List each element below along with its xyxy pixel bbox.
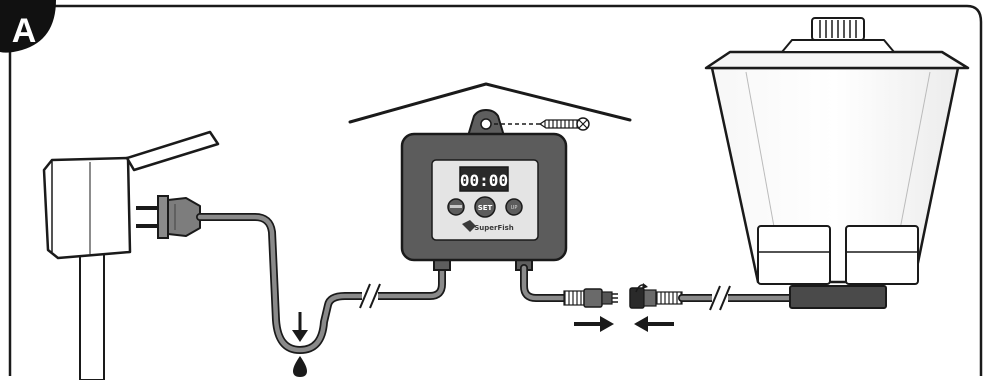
socket-lid xyxy=(125,130,220,172)
feeder-clamp-right xyxy=(845,225,919,285)
roof-shelter xyxy=(348,82,632,124)
mode-button-mark xyxy=(450,205,462,208)
drip-loop-indicator xyxy=(292,312,308,377)
display-time: 00:00 xyxy=(460,171,508,190)
up-button[interactable] xyxy=(505,198,523,216)
timer-controller: 00:00 SET UP SuperFish xyxy=(400,108,568,271)
panel-label-badge: A xyxy=(0,0,56,53)
feeder-cable xyxy=(678,285,798,311)
cable-connector-male xyxy=(563,288,618,308)
power-socket xyxy=(42,130,220,380)
set-button-label: SET xyxy=(478,204,493,212)
fish-feeder xyxy=(704,17,970,309)
power-cable xyxy=(196,213,446,354)
panel-label: A xyxy=(12,12,37,50)
brand-logo-icon xyxy=(462,220,476,232)
feeder-lid xyxy=(704,50,970,70)
water-drop-icon xyxy=(293,356,307,377)
lcd-display xyxy=(459,166,509,192)
mounting-screw xyxy=(494,117,590,131)
set-button[interactable] xyxy=(474,196,496,218)
cable-connector-female xyxy=(629,283,683,309)
feeder-base xyxy=(789,285,887,309)
power-plug xyxy=(136,195,201,239)
mount-hole xyxy=(480,118,492,130)
feeder-clamp-left xyxy=(757,225,831,285)
up-button-label: UP xyxy=(511,205,518,211)
connect-arrows-icon xyxy=(574,316,674,332)
output-cable xyxy=(520,264,572,302)
brand-text: SuperFish xyxy=(474,224,514,232)
